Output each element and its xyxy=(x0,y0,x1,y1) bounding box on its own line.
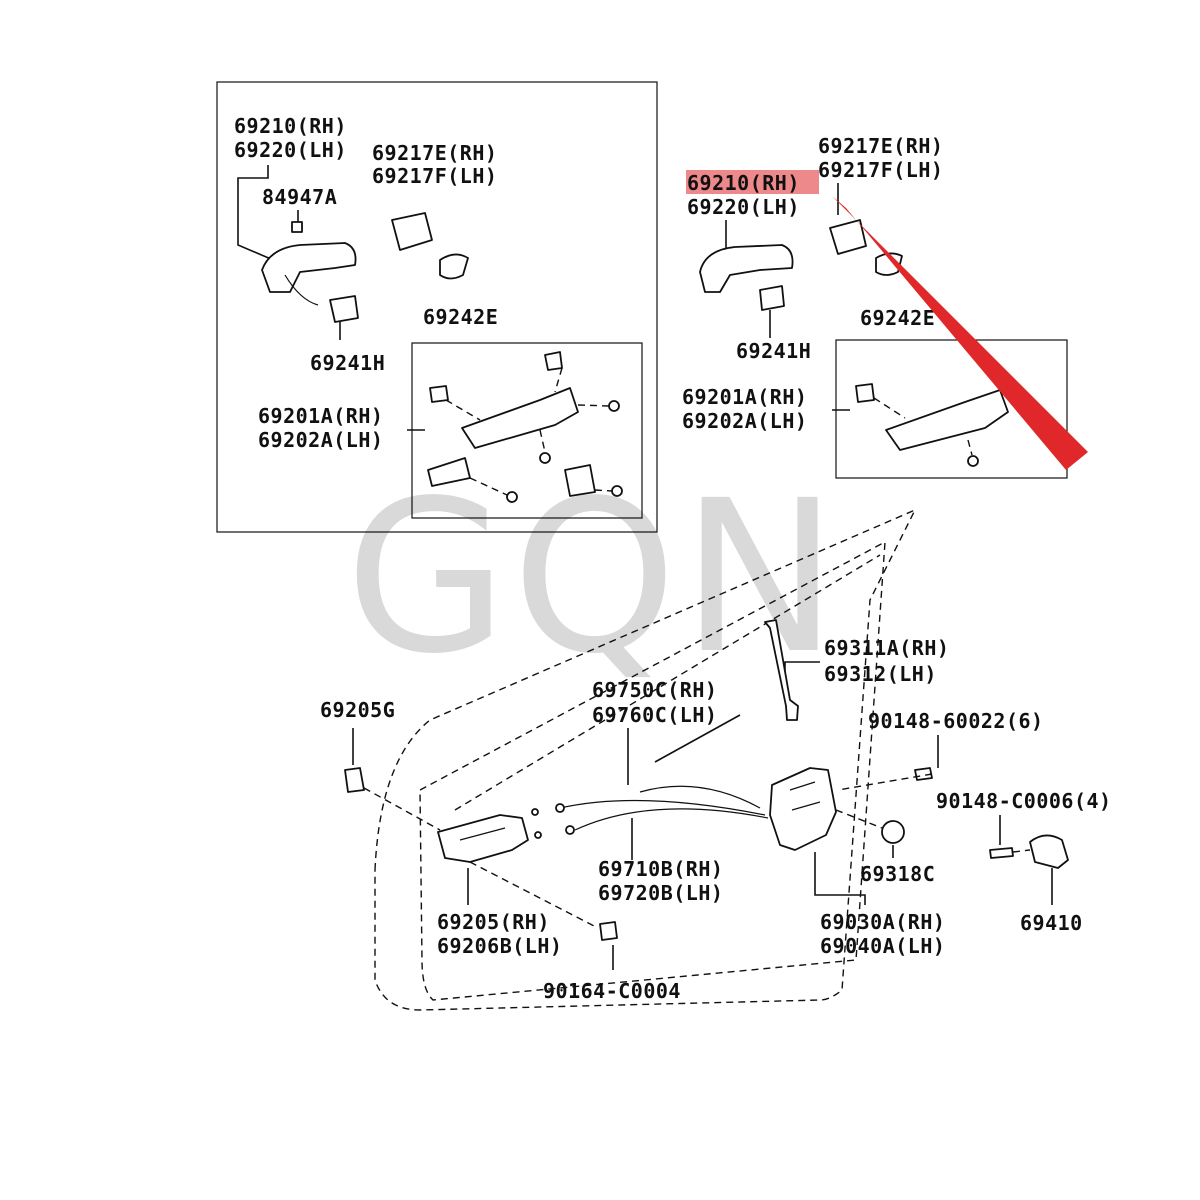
inner-handle-icon xyxy=(437,814,529,863)
frame-bolt-icon xyxy=(967,455,979,467)
inset-clip-icon xyxy=(544,351,563,371)
cable-end-1-icon xyxy=(555,803,565,813)
inset-handle-wire xyxy=(284,274,319,306)
highlight-box xyxy=(686,170,819,194)
inset-bolt-3-icon xyxy=(611,485,623,497)
inset-box xyxy=(216,81,658,533)
highlight-arrow-icon xyxy=(832,196,1088,470)
inset-pad-e-label: 69242E xyxy=(423,305,498,329)
inset-bolt-2-icon xyxy=(506,491,518,503)
door-inner-outline xyxy=(419,540,886,1001)
inner-handle-rh-label: 69205(RH) xyxy=(437,910,550,934)
frame-subbox xyxy=(835,339,1068,479)
window-line xyxy=(454,554,881,811)
cable-end-2-icon xyxy=(565,825,575,835)
inset-handle-rh-label: 69210(RH) xyxy=(234,114,347,138)
inset-frame-icon xyxy=(461,387,579,449)
inset-frame-lh-label: 69202A(LH) xyxy=(258,428,383,452)
door-lock-icon xyxy=(769,767,837,851)
screw-c-icon xyxy=(599,921,618,941)
rod-rh-label: 69311A(RH) xyxy=(824,636,949,660)
lock-rod-icon xyxy=(764,619,799,721)
inset-outer-handle-icon xyxy=(261,242,357,293)
inset-frame-rh-label: 69201A(RH) xyxy=(258,404,383,428)
inset-cover-icon xyxy=(391,212,433,251)
cable-end-3-icon xyxy=(534,831,542,839)
screw-c-label: 90164-C0004 xyxy=(543,979,681,1003)
lock-lh-label: 69040A(LH) xyxy=(820,934,945,958)
watermark: GQN xyxy=(345,455,842,700)
inset-assembly-dashes xyxy=(445,367,613,496)
inset-pad-h-icon xyxy=(329,295,359,323)
lock-leader xyxy=(814,852,866,905)
inset-cover-rh-label: 69217E(RH) xyxy=(372,141,497,165)
outer-handle-icon xyxy=(699,244,794,293)
inset-bolt-1-icon xyxy=(539,452,551,464)
rod-lh-label: 69312(LH) xyxy=(824,662,937,686)
cover-rh-label: 69217E(RH) xyxy=(818,134,943,158)
cable-lower-rh-label: 69710B(RH) xyxy=(598,857,723,881)
pad-e-label: 69242E xyxy=(860,306,935,330)
inner-handle-detail xyxy=(459,827,506,841)
inset-nut-icon xyxy=(291,221,303,233)
lock-rh-label: 69030A(RH) xyxy=(820,910,945,934)
cable-upper-rh-label: 69750C(RH) xyxy=(592,678,717,702)
door-assembly-dashes xyxy=(363,773,1031,929)
frame-rh-label: 69201A(RH) xyxy=(682,385,807,409)
handle-rh-label: 69210(RH) xyxy=(687,171,800,195)
inset-handle-lh-label: 69220(LH) xyxy=(234,138,347,162)
pad-h-label: 69241H xyxy=(736,339,811,363)
frame-lh-label: 69202A(LH) xyxy=(682,409,807,433)
cables-icon xyxy=(559,785,769,831)
cap-icon xyxy=(881,820,905,844)
screw-a-label: 90148-60022(6) xyxy=(868,709,1044,733)
frame-icon xyxy=(885,389,1009,451)
clip-icon xyxy=(344,767,365,793)
striker-label: 69410 xyxy=(1020,911,1083,935)
door-lock-detail xyxy=(789,781,821,811)
cable-lower-lh-label: 69720B(LH) xyxy=(598,881,723,905)
cable-upper-leader-2 xyxy=(654,714,741,763)
pad-h-icon xyxy=(759,285,785,311)
screw-b-label: 90148-C0006(4) xyxy=(936,789,1112,813)
frame-assembly-dashes xyxy=(873,397,973,456)
inset-nut-label: 84947A xyxy=(262,185,337,209)
cap-label: 69318C xyxy=(860,862,935,886)
inner-handle-lh-label: 69206B(LH) xyxy=(437,934,562,958)
frame-clip-icon xyxy=(855,383,875,403)
inset-pad-e-icon xyxy=(439,253,469,280)
door-outline xyxy=(374,508,917,1011)
cable-upper-lh-label: 69760C(LH) xyxy=(592,703,717,727)
cover-lh-label: 69217F(LH) xyxy=(818,158,943,182)
clip-label: 69205G xyxy=(320,698,395,722)
inset-cover-lh-label: 69217F(LH) xyxy=(372,164,497,188)
cable-end-4-icon xyxy=(531,808,539,816)
inset-small-clip-icon xyxy=(429,385,449,403)
inset-pad-h-label: 69241H xyxy=(310,351,385,375)
screw-b-icon xyxy=(989,847,1014,859)
inset-bolt-4-icon xyxy=(608,400,620,412)
inset-switch-icon xyxy=(564,464,596,497)
cover-icon xyxy=(829,219,867,255)
handle-lh-label: 69220(LH) xyxy=(687,195,800,219)
inset-handle-leader xyxy=(237,165,279,263)
striker-icon xyxy=(1029,834,1069,869)
